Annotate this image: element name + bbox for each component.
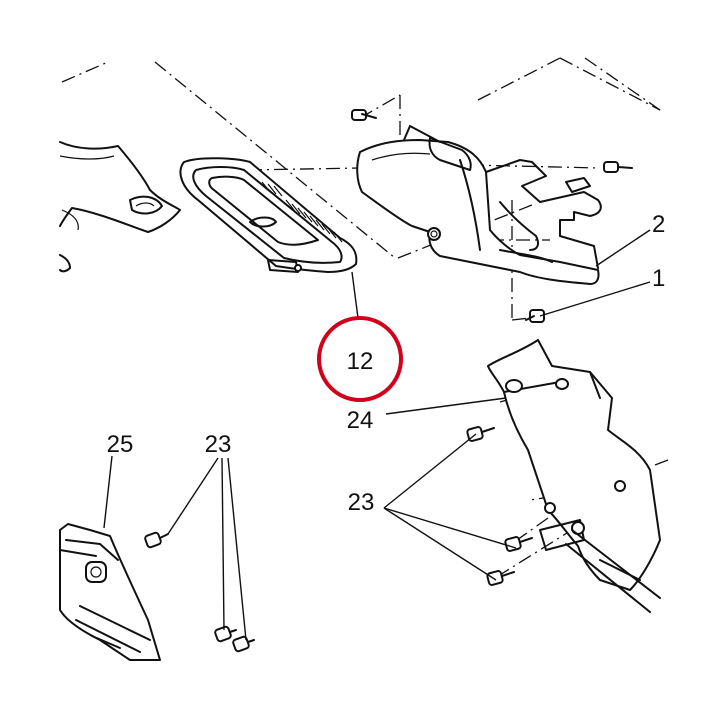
leader-lines	[103, 229, 651, 641]
upper-screws	[351, 109, 633, 323]
screw-23-f	[232, 635, 255, 653]
screw-23-d	[144, 531, 169, 549]
part-25-side-bracket	[59, 523, 161, 661]
callout-23-left[interactable]: 23	[205, 431, 232, 458]
lower-right-screws	[466, 426, 533, 586]
part-24-mounting-plate	[487, 339, 661, 613]
screw-top	[351, 109, 377, 121]
highlight-circle	[317, 316, 403, 402]
callout-24[interactable]: 24	[347, 407, 374, 434]
callout-12[interactable]: 12	[347, 348, 374, 375]
callout-1-partial[interactable]: 1	[652, 265, 665, 292]
callout-23-right[interactable]: 23	[348, 489, 375, 516]
screw-right-mid	[525, 309, 545, 323]
screw-23-a	[466, 426, 495, 442]
callout-25[interactable]: 25	[107, 431, 134, 458]
screw-23-e	[214, 625, 237, 643]
screw-23-c	[486, 570, 515, 586]
callout-2-partial[interactable]: 2	[652, 211, 665, 238]
left-body-fragment	[59, 141, 181, 273]
lower-left-screws	[144, 531, 255, 653]
screw-23-b	[504, 536, 533, 552]
upper-cover-bracket	[356, 125, 602, 285]
callout-labels: 12 24 23 25 23 2 1	[107, 211, 666, 516]
part-12-vent-cover[interactable]	[179, 157, 358, 273]
screw-right-top	[603, 161, 633, 173]
vent-slots	[261, 181, 343, 243]
